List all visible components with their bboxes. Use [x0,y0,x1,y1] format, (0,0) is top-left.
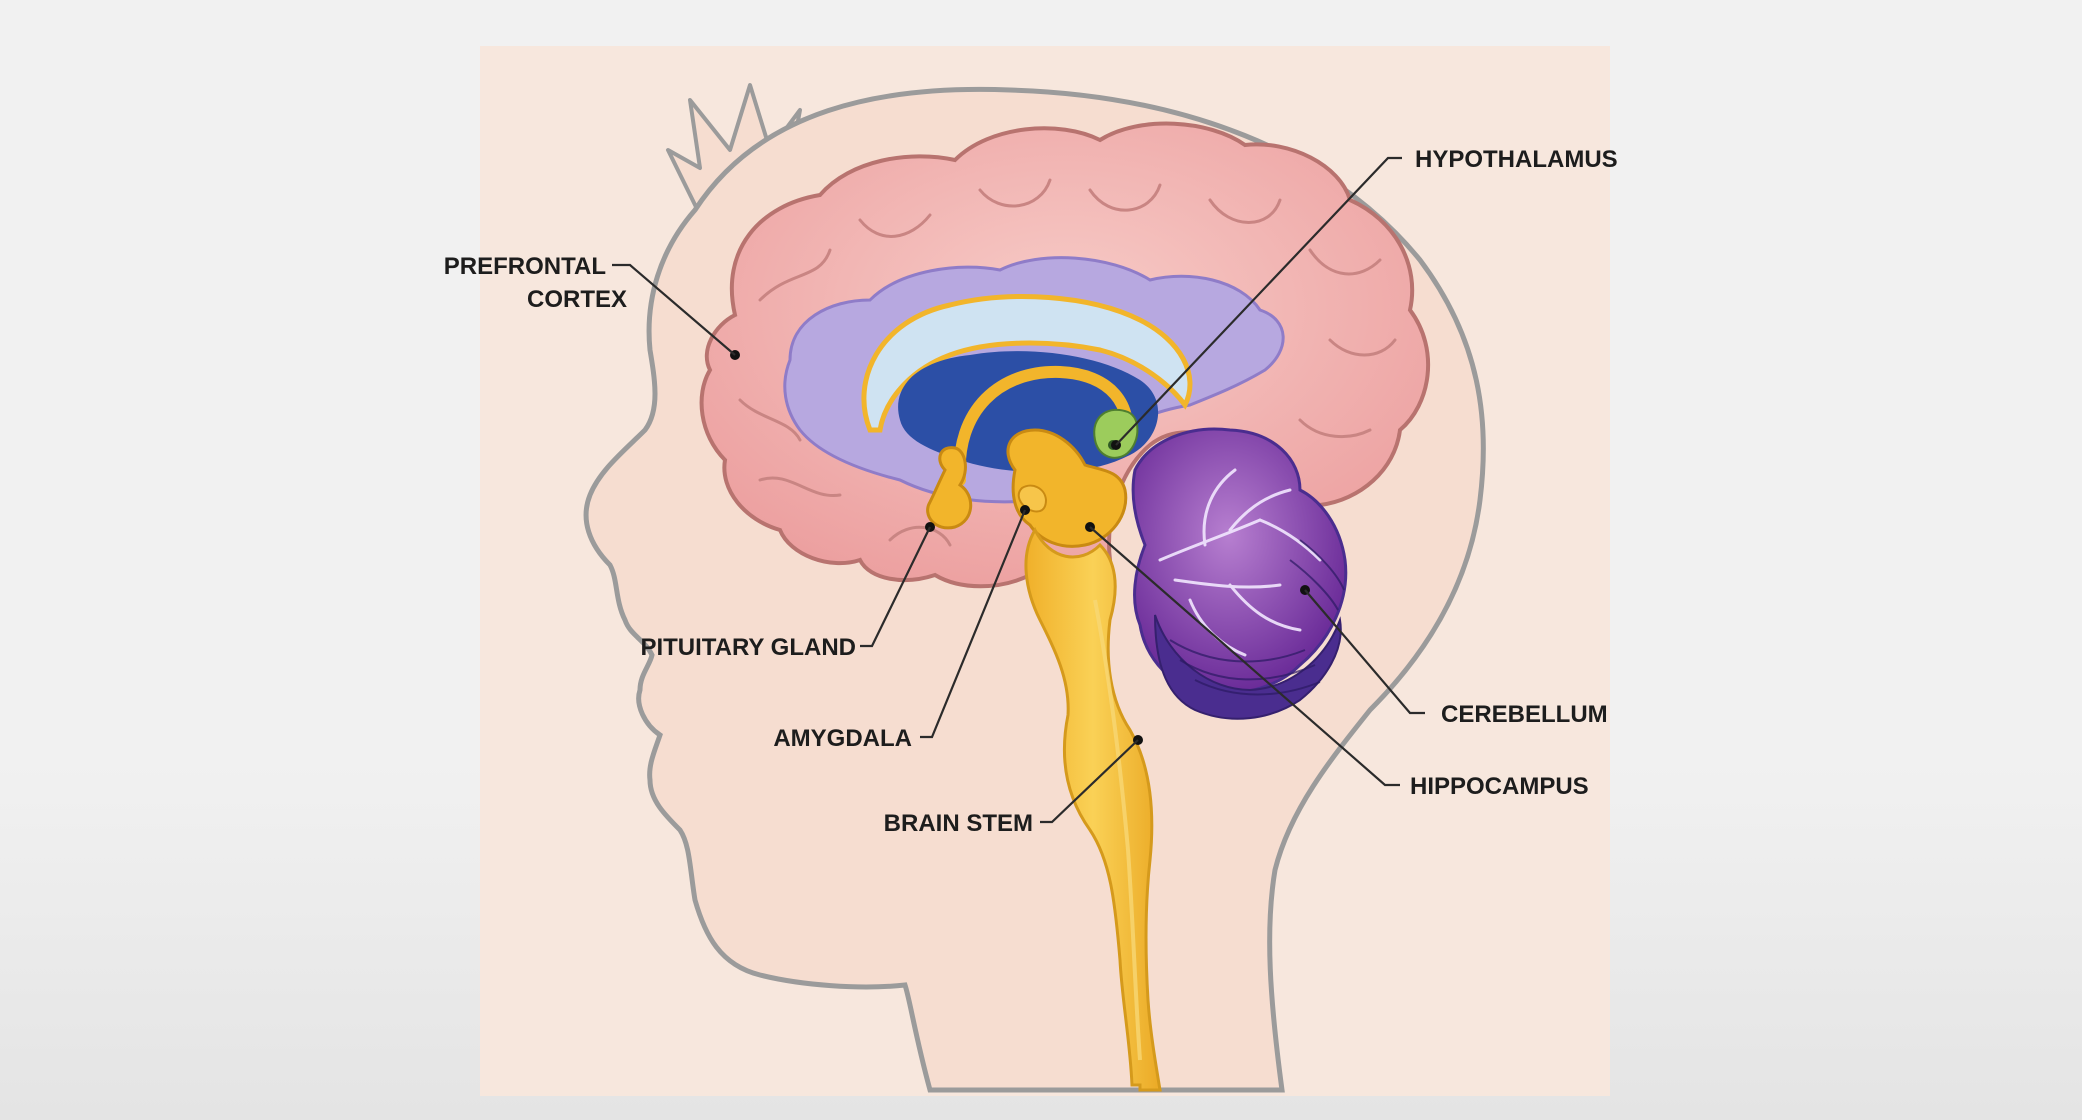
cortex-folds [738,178,1397,547]
hypothalamus [1093,408,1139,459]
label-prefrontal-line2: CORTEX [527,286,627,313]
label-amygdala: AMYGDALA [773,725,912,752]
label-prefrontal-line1: PREFRONTAL [444,253,606,280]
cerebellum-folia [1154,614,1342,720]
fornix [953,365,1134,486]
brain-stem [1024,526,1162,1092]
label-hypothalamus: HYPOTHALAMUS [1415,146,1618,173]
pituitary-gland [926,446,973,530]
limbic-structures [1006,428,1128,548]
cerebellum-fold-lines [1169,539,1345,696]
label-brain-stem: BRAIN STEM [884,810,1033,837]
label-hippocampus: HIPPOCAMPUS [1410,773,1589,800]
label-pituitary-gland: PITUITARY GLAND [640,634,856,661]
leader-lines [612,156,1425,824]
arbor-vitae [1158,468,1322,657]
corpus-callosum [861,294,1193,433]
label-cerebellum: CEREBELLUM [1441,701,1608,728]
